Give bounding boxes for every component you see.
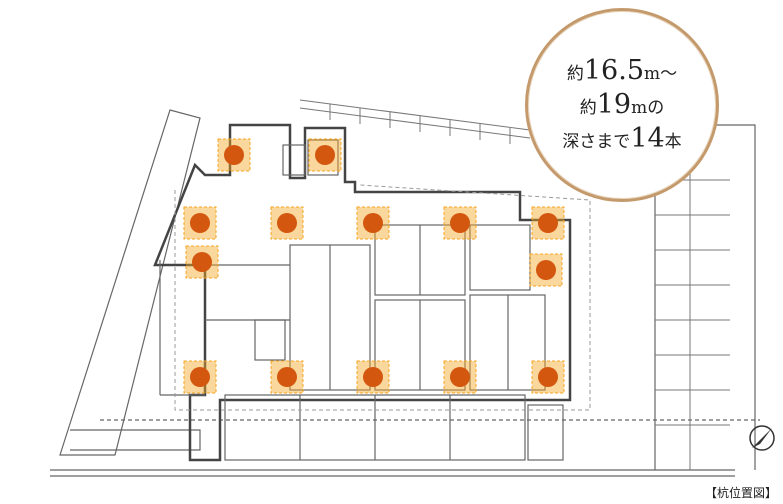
pile-marker bbox=[277, 367, 297, 387]
pile-halo bbox=[356, 206, 390, 240]
pile-marker bbox=[224, 145, 244, 165]
bubble-line-1: 約16.5m～ bbox=[567, 54, 677, 88]
pile-depth-bubble: 約16.5m～ 約19mの 深さまで14本 bbox=[525, 8, 719, 202]
pile-marker bbox=[538, 213, 558, 233]
north-arrow-icon bbox=[749, 425, 775, 451]
line2-prefix: 約 bbox=[579, 98, 597, 119]
line3-tail: 本 bbox=[664, 131, 682, 152]
diagram-caption: 【杭位置図】 bbox=[704, 486, 777, 500]
line3-number: 14 bbox=[630, 122, 665, 154]
top-fence bbox=[299, 99, 531, 144]
pile-marker bbox=[190, 213, 210, 233]
parking-stalls bbox=[655, 130, 730, 470]
interior-partitions bbox=[159, 139, 564, 461]
pile-marker bbox=[315, 145, 335, 165]
pile-marker bbox=[277, 213, 297, 233]
pile-marker bbox=[538, 367, 558, 387]
bubble-line-3: 深さまで14本 bbox=[562, 122, 681, 156]
pile-marker bbox=[450, 213, 470, 233]
line1-tilde: ～ bbox=[660, 64, 678, 85]
line2-number: 19 bbox=[596, 89, 632, 121]
pile-marker bbox=[363, 367, 383, 387]
line1-number: 16.5 bbox=[583, 55, 644, 87]
line1-unit: m bbox=[644, 64, 661, 85]
pile-markers bbox=[183, 138, 565, 394]
pile-marker bbox=[363, 213, 383, 233]
pile-marker bbox=[192, 252, 212, 272]
pile-marker bbox=[536, 260, 556, 280]
line1-prefix: 約 bbox=[566, 64, 584, 85]
pile-marker bbox=[190, 367, 210, 387]
line2-tail: の bbox=[647, 98, 665, 119]
line3-text: 深さまで bbox=[562, 131, 631, 152]
pile-halo bbox=[531, 206, 565, 240]
line2-unit: m bbox=[631, 98, 648, 119]
bubble-line-2: 約19mの bbox=[580, 88, 664, 122]
pile-marker bbox=[450, 367, 470, 387]
